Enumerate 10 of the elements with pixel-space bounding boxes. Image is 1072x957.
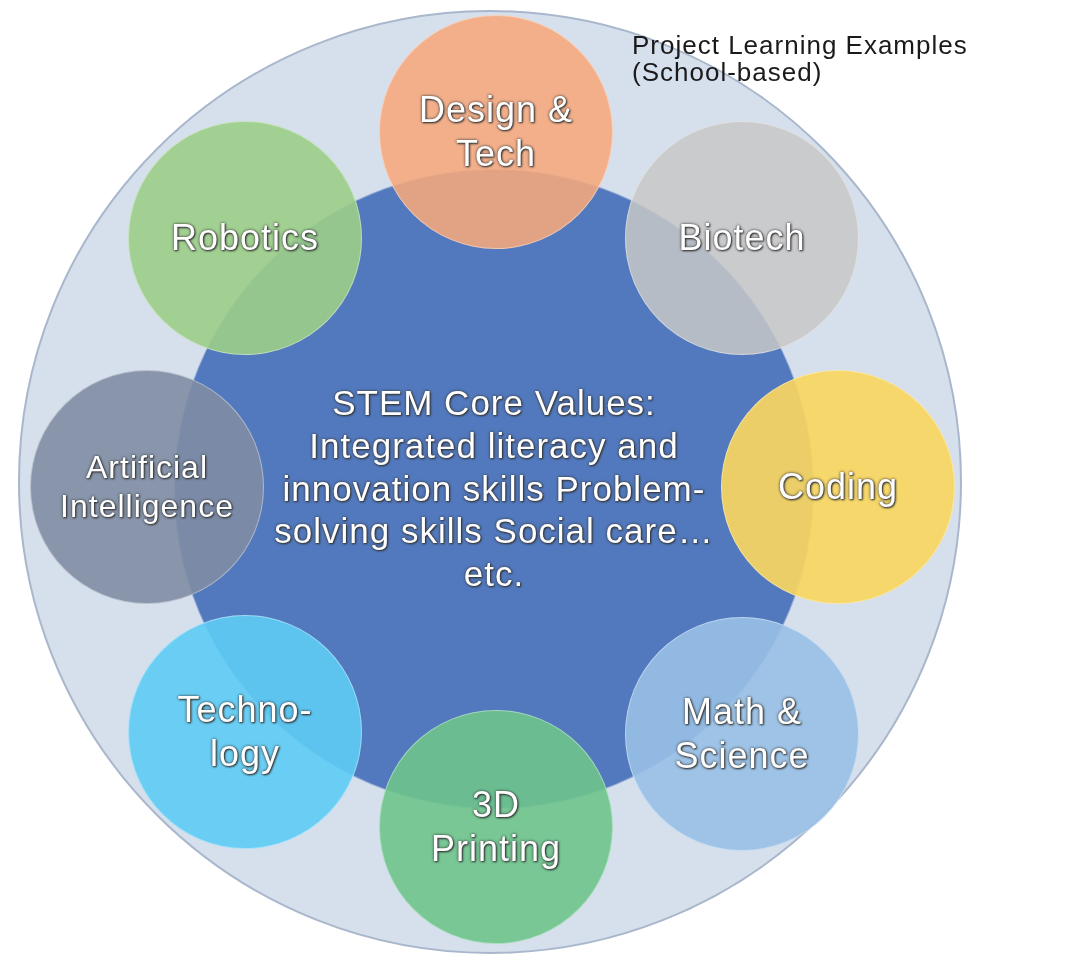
topic-label: Techno-logy: [176, 688, 314, 776]
topic-label: 3D Printing: [429, 783, 563, 871]
core-values-text: STEM Core Values: Integrated literacy and innovation skills Problem-solving skills Social care… etc.: [273, 382, 715, 596]
heading: Project Learning Examples (School-based): [632, 32, 969, 87]
topic-label: Design & Tech: [417, 88, 575, 176]
topic-label: Artificial Intelligence: [59, 447, 235, 526]
topic-label: Coding: [776, 465, 900, 509]
topic-label: Robotics: [169, 216, 321, 260]
topic-label: Biotech: [677, 216, 807, 260]
topic-label: Math & Science: [673, 690, 811, 778]
